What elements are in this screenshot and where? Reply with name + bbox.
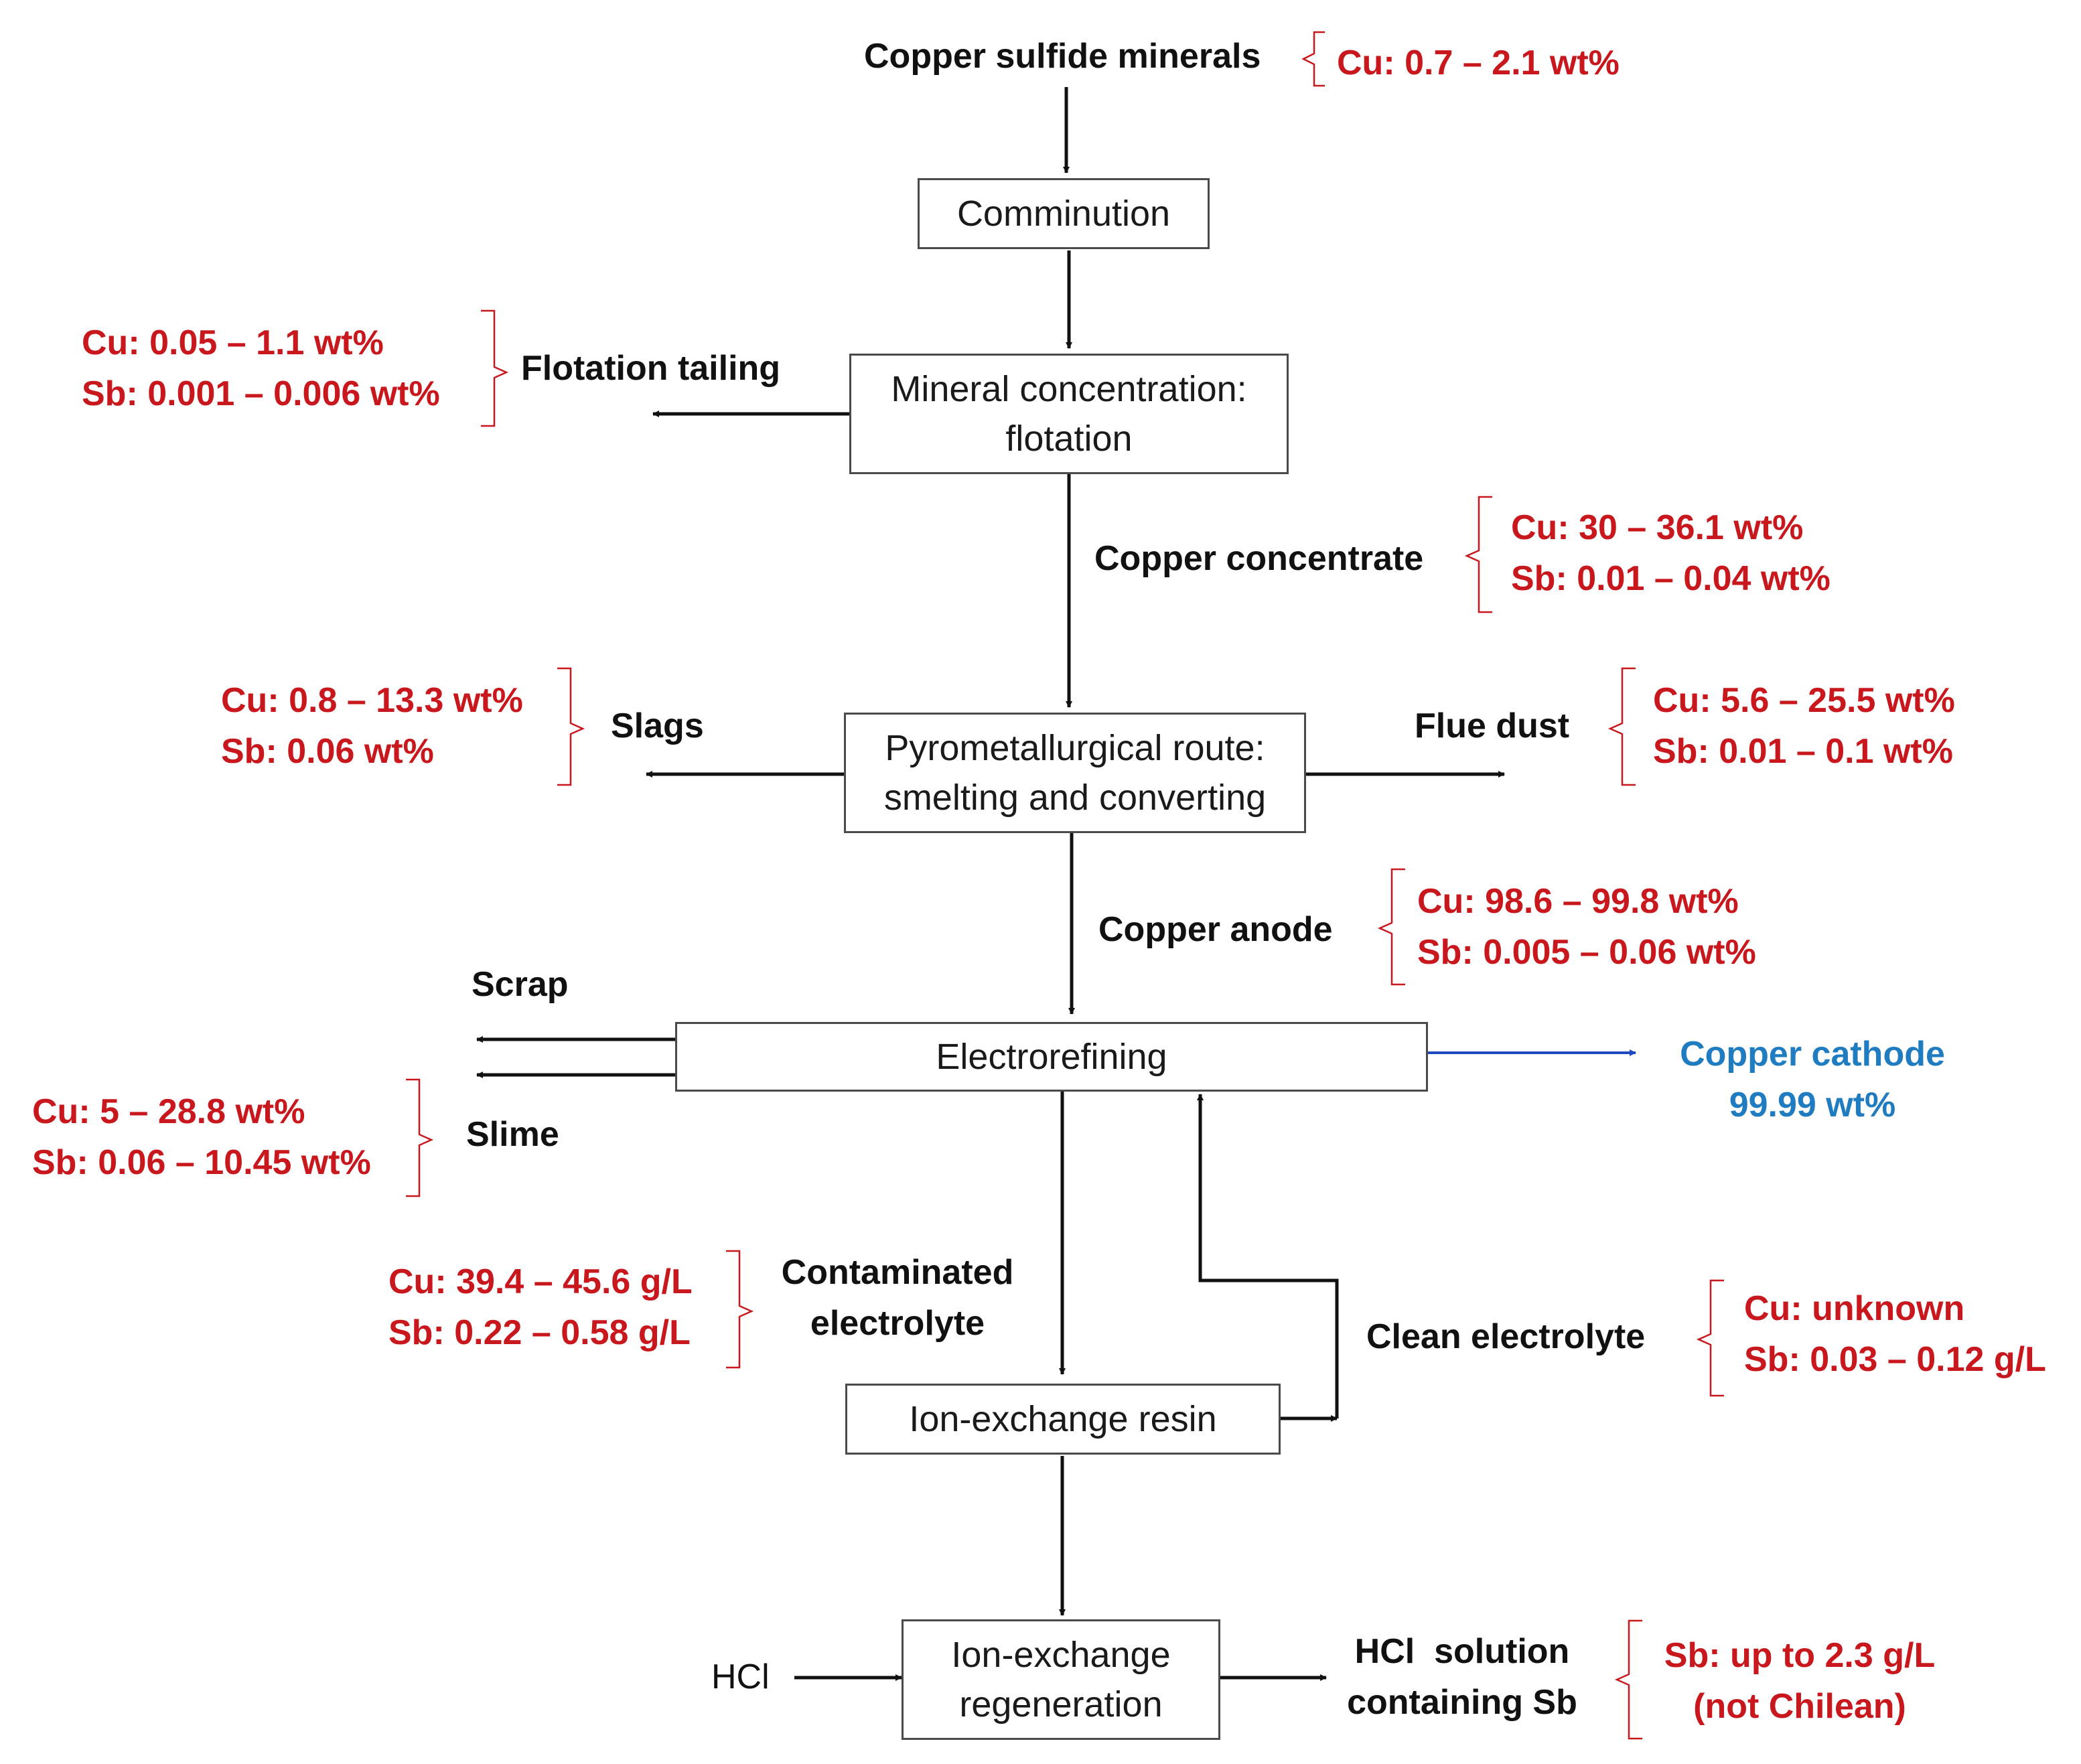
regeneration-label-line2: regeneration [959, 1684, 1163, 1724]
flotation-label-line1: Mineral concentration: [891, 369, 1247, 409]
hcl-solution-sb: Sb: up to 2.3 g/L [1664, 1636, 1936, 1675]
contaminated-electrolyte-cu: Cu: 39.4 – 45.6 g/L [388, 1262, 693, 1301]
ion-exchange-resin-box: Ion-exchange resin [845, 1384, 1281, 1455]
copper-cathode-output: Copper cathode 99.99 wt% [1665, 1029, 1960, 1130]
slime-label: Slime [466, 1115, 559, 1154]
bracket-clean-electrolyte [1696, 1279, 1724, 1397]
flue-dust-label: Flue dust [1415, 707, 1570, 745]
copper-anode-cu: Cu: 98.6 – 99.8 wt% [1417, 882, 1739, 921]
copper-concentrate-cu: Cu: 30 – 36.1 wt% [1511, 508, 1804, 547]
pyro-label-line2: smelting and converting [883, 778, 1267, 818]
bracket-slime [406, 1078, 434, 1197]
bracket-slags [557, 667, 585, 786]
flotation-box: Mineral concentration: flotation [849, 354, 1289, 474]
clean-electrolyte-cu: Cu: unknown [1744, 1289, 1965, 1328]
copper-concentrate-sb: Sb: 0.01 – 0.04 wt% [1511, 559, 1831, 598]
comminution-box: Comminution [918, 178, 1210, 249]
copper-concentrate-label: Copper concentrate [1094, 539, 1424, 578]
copper-anode-composition: Cu: 98.6 – 99.8 wt% Sb: 0.005 – 0.06 wt% [1417, 876, 1756, 978]
copper-anode-label: Copper anode [1098, 910, 1333, 949]
pyro-label-line1: Pyrometallurgical route: [885, 728, 1265, 768]
contaminated-electrolyte-line1: Contaminated [781, 1253, 1014, 1292]
flue-dust-sb: Sb: 0.01 – 0.1 wt% [1653, 732, 1953, 771]
clean-electrolyte-composition: Cu: unknown Sb: 0.03 – 0.12 g/L [1744, 1283, 2046, 1385]
comminution-label: Comminution [956, 194, 1171, 234]
bracket-copper-concentrate [1464, 496, 1492, 613]
copper-cathode-purity: 99.99 wt% [1729, 1086, 1896, 1124]
bracket-flotation-tailing [481, 309, 509, 427]
flotation-tailing-sb: Sb: 0.001 – 0.006 wt% [82, 374, 440, 413]
hcl-solution-line2: containing Sb [1347, 1683, 1577, 1722]
clean-electrolyte-label: Clean electrolyte [1366, 1317, 1646, 1356]
slags-label: Slags [611, 707, 704, 745]
contaminated-electrolyte-label: Contaminated electrolyte [770, 1247, 1025, 1349]
contaminated-electrolyte-line2: electrolyte [810, 1304, 985, 1343]
hcl-solution-note: (not Chilean) [1693, 1687, 1906, 1726]
hcl-solution-label: HCl solution containing Sb [1338, 1626, 1586, 1728]
slags-sb: Sb: 0.06 wt% [221, 732, 434, 771]
slime-sb: Sb: 0.06 – 10.45 wt% [32, 1143, 371, 1182]
regeneration-label-line1: Ion-exchange [951, 1635, 1171, 1675]
bracket-contaminated-electrolyte [726, 1250, 754, 1369]
copper-cathode-label: Copper cathode [1680, 1035, 1945, 1074]
bracket-copper-anode [1377, 868, 1405, 986]
electrorefining-label: Electrorefining [936, 1037, 1167, 1077]
bracket-hcl-solution [1614, 1619, 1642, 1740]
bracket-feed [1301, 31, 1325, 87]
hcl-input-label: HCl [711, 1658, 770, 1696]
contaminated-electrolyte-sb: Sb: 0.22 – 0.58 g/L [388, 1313, 691, 1352]
feed-cu: Cu: 0.7 – 2.1 wt% [1337, 44, 1620, 82]
flotation-tailing-label: Flotation tailing [521, 349, 781, 388]
flue-dust-composition: Cu: 5.6 – 25.5 wt% Sb: 0.01 – 0.1 wt% [1653, 675, 1955, 777]
flotation-label-line2: flotation [1005, 419, 1133, 459]
pyrometallurgical-box: Pyrometallurgical route: smelting and co… [844, 713, 1306, 833]
copper-concentrate-composition: Cu: 30 – 36.1 wt% Sb: 0.01 – 0.04 wt% [1511, 502, 1831, 604]
hcl-solution-line1: HCl solution [1354, 1632, 1570, 1671]
scrap-label: Scrap [472, 965, 569, 1004]
ion-exchange-regeneration-box: Ion-exchange regeneration [902, 1619, 1220, 1740]
slime-composition: Cu: 5 – 28.8 wt% Sb: 0.06 – 10.45 wt% [32, 1086, 371, 1188]
slags-cu: Cu: 0.8 – 13.3 wt% [221, 681, 523, 720]
slags-composition: Cu: 0.8 – 13.3 wt% Sb: 0.06 wt% [221, 675, 523, 777]
clean-electrolyte-sb: Sb: 0.03 – 0.12 g/L [1744, 1340, 2046, 1379]
bracket-flue-dust [1607, 667, 1636, 786]
arrow-clean-electrolyte-return [1197, 1094, 1339, 1418]
feed-label: Copper sulfide minerals [864, 37, 1261, 76]
copper-anode-sb: Sb: 0.005 – 0.06 wt% [1417, 933, 1756, 972]
feed-composition: Cu: 0.7 – 2.1 wt% [1337, 38, 1620, 88]
electrorefining-box: Electrorefining [675, 1022, 1428, 1092]
slime-cu: Cu: 5 – 28.8 wt% [32, 1092, 305, 1131]
ion-exchange-resin-label: Ion-exchange resin [909, 1399, 1217, 1439]
flotation-tailing-cu: Cu: 0.05 – 1.1 wt% [82, 323, 384, 362]
contaminated-electrolyte-composition: Cu: 39.4 – 45.6 g/L Sb: 0.22 – 0.58 g/L [388, 1256, 693, 1358]
flue-dust-cu: Cu: 5.6 – 25.5 wt% [1653, 681, 1955, 720]
flotation-tailing-composition: Cu: 0.05 – 1.1 wt% Sb: 0.001 – 0.006 wt% [82, 317, 440, 419]
hcl-solution-composition: Sb: up to 2.3 g/L (not Chilean) [1649, 1630, 1950, 1732]
